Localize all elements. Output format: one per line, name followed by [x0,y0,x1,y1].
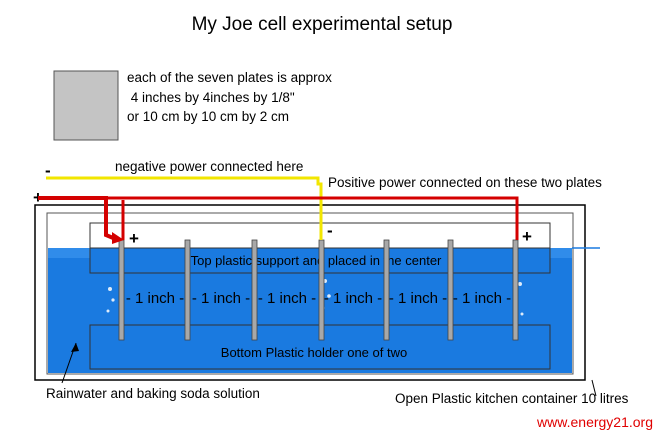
plate-5 [383,239,390,341]
plate-7 [512,239,519,341]
spacing-label: - 1 inch - [324,290,382,307]
spacing-label: - 1 inch - [389,290,447,307]
negative-power-label: negative power connected here [115,159,303,174]
bottom-holder-label: Bottom Plastic holder one of two [221,345,407,360]
spacing-label: - 1 inch - [126,290,184,307]
solution-label: Rainwater and baking soda solution [46,386,260,401]
spacing-label: - 1 inch - [192,290,250,307]
plate-1 [118,239,125,341]
plate-note-line2: 4 inches by 4inches by 1/8" [127,90,295,105]
solution-pointer-arrowhead [71,343,79,352]
plate-note-line1: each of the seven plates is approx [127,70,332,85]
plate-positive-right-sign: + [522,227,532,246]
plate-note-line3: or 10 cm by 10 cm by 2 cm [127,109,289,124]
positive-power-label: Positive power connected on these two pl… [328,175,602,190]
negative-lead-sign: - [45,161,51,180]
top-support-label: Top plastic support and placed in the ce… [191,253,442,268]
plate-negative-center-sign: - [327,221,333,240]
plates [118,239,519,341]
plate-2 [184,239,191,341]
plate-positive-left-sign: + [129,229,139,248]
plate-6 [447,239,454,341]
positive-wire-bus [106,196,519,240]
website-url: www.energy21.org [536,414,653,430]
positive-arrowhead [112,232,124,244]
container-label: Open Plastic kitchen container 10 litres [395,391,629,406]
negative-wire [46,176,323,240]
diagram-title: My Joe cell experimental setup [192,14,453,35]
spacing-label: - 1 inch - [453,290,511,307]
plate-3 [251,239,258,341]
plate-sample-square [53,70,119,141]
spacing-label: - 1 inch - [258,290,316,307]
container-pointer-line [591,379,597,397]
spacing-labels: - 1 inch - - 1 inch - - 1 inch - - 1 inc… [126,290,511,307]
positive-wires [38,196,519,244]
